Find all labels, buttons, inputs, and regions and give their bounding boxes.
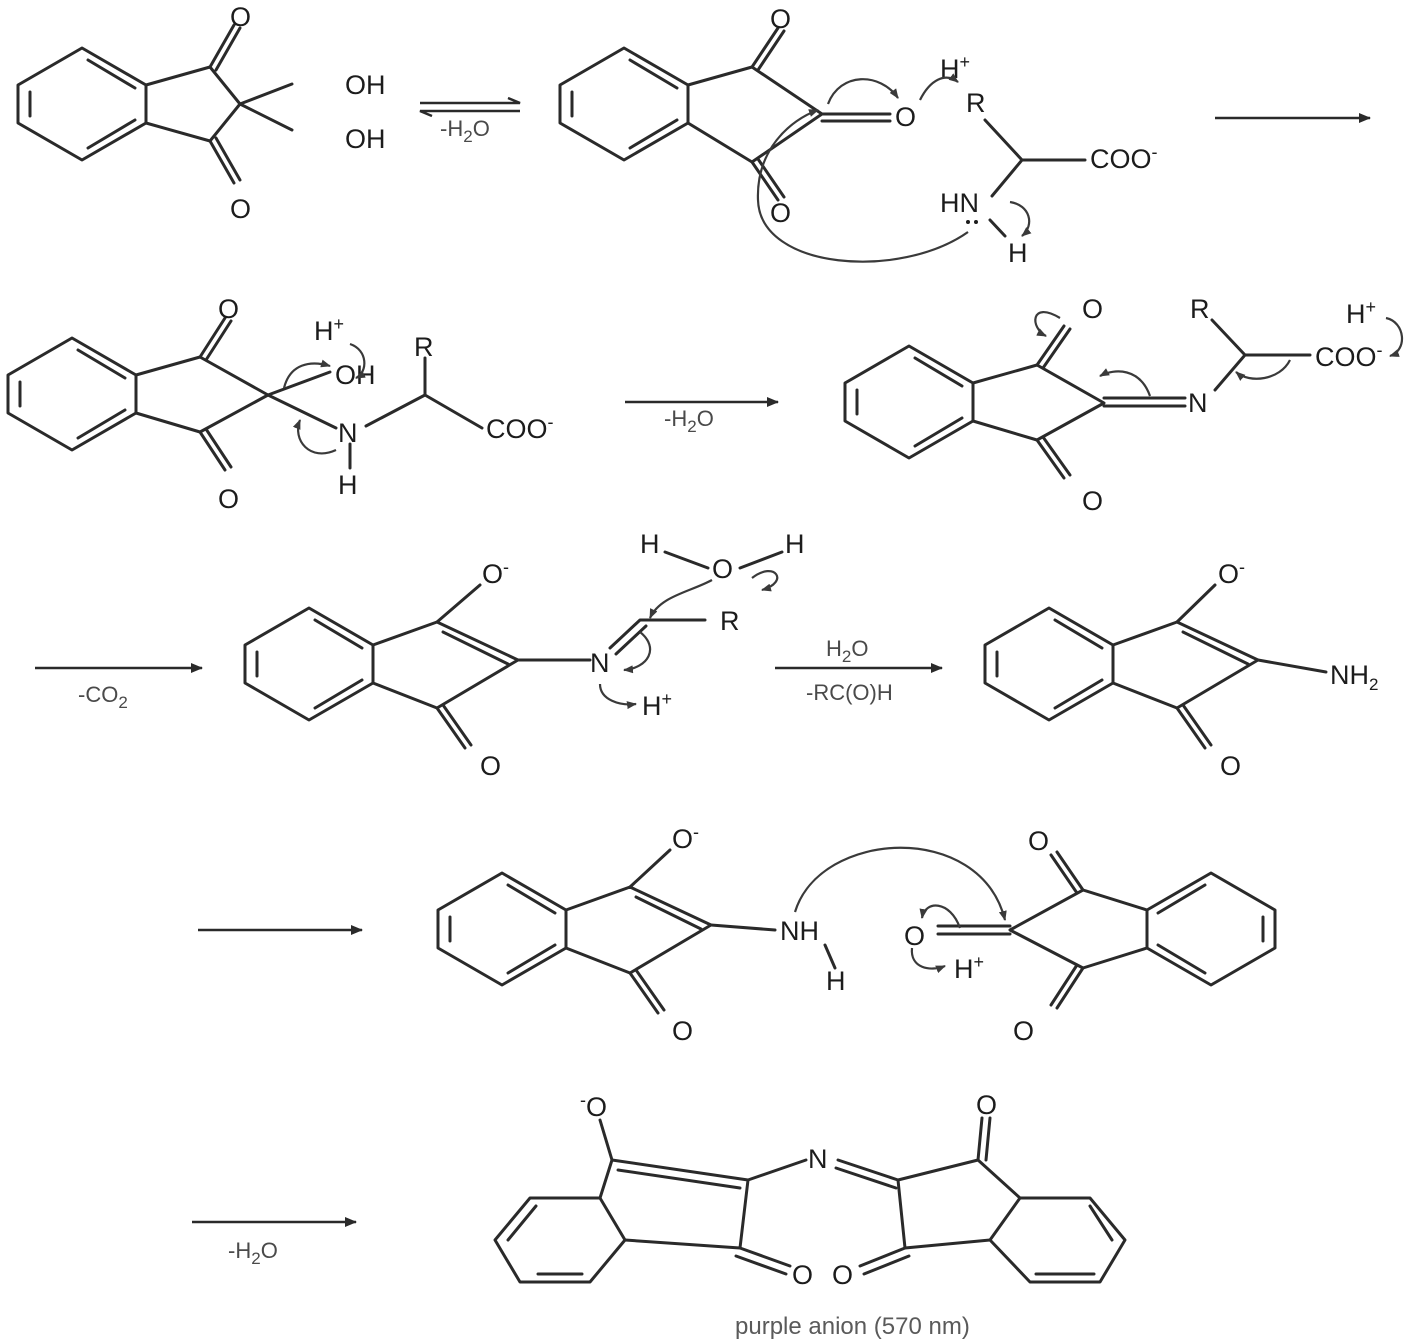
atom-O: O	[1082, 486, 1103, 516]
curly-arrows-step1	[756, 73, 1032, 263]
ruhemann-purple-anion: -O N O O O	[493, 1090, 1127, 1290]
atom-O: O	[904, 921, 925, 951]
atom-O: O	[230, 2, 251, 32]
product-caption: purple anion (570 nm)	[735, 1313, 970, 1340]
aminoindanone-enolate: O- O NH2	[983, 557, 1378, 781]
atom-H: H	[1008, 238, 1028, 268]
atom-O: O	[792, 1260, 813, 1290]
atom-OH: OH	[345, 124, 386, 154]
atom-HN: HN	[940, 188, 979, 218]
atom-O: O	[976, 1090, 997, 1120]
enolate-imine-intermediate: O- O N R H+ H O H	[243, 529, 805, 781]
atom-O: O	[712, 554, 733, 584]
atom-O: O	[218, 294, 239, 324]
condition-aldehyde-loss: -RC(O)H	[806, 680, 893, 705]
atom-O-minus: O-	[482, 557, 509, 589]
atom-COO-minus: COO-	[486, 412, 554, 444]
atom-O: O	[1028, 826, 1049, 856]
atom-O-minus: O-	[672, 822, 699, 854]
reaction-arrow-dehydration: -H2O	[625, 397, 779, 436]
condition-dehydration: -H2O	[228, 1238, 278, 1268]
condition-decarboxylation: -CO2	[78, 682, 128, 712]
atom-H-plus: H+	[642, 689, 672, 721]
atom-H: H	[338, 470, 358, 500]
atom-O: O	[770, 198, 791, 228]
atom-O-minus: O-	[1218, 557, 1245, 589]
atom-N: N	[1188, 388, 1208, 418]
atom-O: O	[672, 1016, 693, 1046]
atom-O: O	[218, 484, 239, 514]
atom-H-plus: H+	[1346, 297, 1376, 329]
atom-COO-minus: COO-	[1315, 340, 1383, 372]
atom-N: N	[338, 418, 358, 448]
amine-plus-ninhydrin: O- O NH H O O O H+	[436, 822, 1277, 1046]
atom-R: R	[720, 606, 740, 636]
atom-N: N	[590, 648, 610, 678]
schiff-base-intermediate: O O N R H+ COO-	[843, 294, 1404, 516]
atom-O: O	[1220, 751, 1241, 781]
carbinolamine-intermediate: O O H+ OH R N H COO-	[6, 294, 554, 514]
atom-O: O	[1013, 1016, 1034, 1046]
reaction-arrow-decarboxylation: -CO2	[35, 663, 203, 712]
condition-water: H2O	[826, 636, 868, 666]
atom-R: R	[966, 88, 986, 118]
atom-O: O	[832, 1260, 853, 1290]
atom-NH2: NH2	[1330, 660, 1378, 694]
reaction-arrow-dehydration: -H2O	[192, 1217, 357, 1268]
atom-R: R	[1190, 294, 1210, 324]
condition-dehydration: -H2O	[440, 116, 490, 146]
atom-OH: OH	[335, 360, 376, 390]
atom-H-plus: H+	[954, 952, 984, 984]
atom-O: O	[230, 194, 251, 224]
atom-O: O	[770, 4, 791, 34]
atom-R: R	[414, 332, 434, 362]
atom-H: H	[640, 529, 660, 559]
atom-H: H	[785, 529, 805, 559]
atom-O: O	[1082, 294, 1103, 324]
atom-H-plus: H+	[314, 314, 344, 346]
amino-acid: H+ R COO- HN H	[940, 52, 1158, 268]
atom-O-minus: -O	[580, 1090, 607, 1122]
atom-OH: OH	[345, 70, 386, 100]
atom-H: H	[826, 966, 846, 996]
ninhydrin-hydrate: O O OH OH	[16, 2, 386, 224]
atom-NH: NH	[780, 916, 819, 946]
atom-O: O	[480, 751, 501, 781]
reaction-arrow-hydrolysis: H2O -RC(O)H	[775, 636, 943, 705]
atom-N: N	[808, 1144, 828, 1174]
atom-COO-minus: COO-	[1090, 142, 1158, 174]
ninhydrin-triketone: O O O	[558, 4, 916, 228]
atom-O: O	[895, 102, 916, 132]
condition-dehydration: -H2O	[664, 406, 714, 436]
equilibrium-arrow: -H2O	[419, 96, 521, 146]
